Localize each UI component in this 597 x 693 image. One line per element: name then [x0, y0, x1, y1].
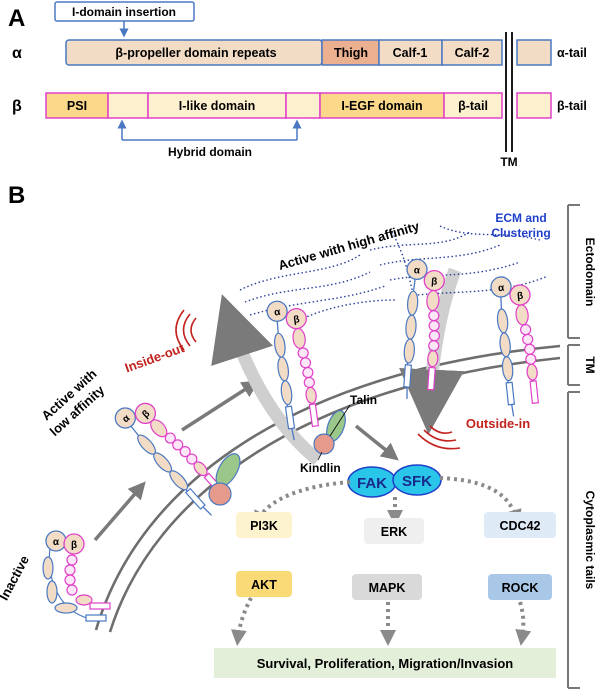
cdc42-box — [484, 512, 556, 538]
alpha-subunit-symbol: α — [12, 45, 22, 62]
mapk-box — [352, 574, 422, 600]
cluster1-alpha-symbol: α — [413, 265, 421, 276]
cluster2-beta-symbol: β — [517, 291, 524, 303]
hybrid-domain-label: Hybrid domain — [168, 145, 252, 159]
ecm-line2: Clustering — [491, 226, 550, 240]
outcome-label: Survival, Proliferation, Migration/Invas… — [257, 656, 513, 671]
outside-in-label: Outside-in — [466, 416, 530, 431]
clustered-integrin-2: α β — [489, 273, 544, 418]
erk-label: ERK — [381, 525, 407, 539]
panel-a-label: A — [8, 5, 25, 32]
beta-tail-label: β-tail — [557, 99, 587, 113]
high-alpha-symbol: α — [273, 307, 281, 319]
hybrid-domain-bracket — [117, 119, 302, 141]
ectodomain-label: Ectodomain — [583, 238, 597, 307]
beta-tail-box-label: β-tail — [458, 99, 488, 113]
outcome-box — [214, 648, 556, 678]
inactive-alpha-symbol: α — [53, 537, 60, 548]
ecm-line1: ECM and — [495, 211, 546, 225]
cdc42-label: CDC42 — [500, 519, 541, 533]
rock-label: ROCK — [502, 581, 539, 595]
inactive-label: Inactive — [0, 553, 32, 603]
akt-label: AKT — [251, 578, 277, 592]
sfk-label: SFK — [402, 473, 432, 490]
fak-sfk-complex — [347, 464, 442, 498]
low-affinity-kindlin — [208, 482, 232, 506]
alpha-tail-label: α-tail — [557, 46, 587, 60]
arrow-inactive-to-low — [93, 481, 146, 542]
beta-subunit-symbol: β — [12, 98, 22, 115]
inside-out-label: Inside-out — [123, 340, 187, 376]
high-affinity-integrin: α β — [265, 296, 324, 443]
fak-label: FAK — [357, 475, 387, 492]
alpha-subunit-bar — [65, 39, 552, 66]
talin-label: Talin — [350, 393, 377, 407]
active-high-label: Active with high affinity — [277, 218, 422, 273]
erk-box — [364, 518, 424, 544]
tm-label-b: TM — [583, 356, 597, 373]
tm-label-a: TM — [500, 155, 517, 169]
region-bracket — [567, 204, 580, 689]
inside-out-arrow — [211, 294, 323, 466]
inactive-beta-symbol: β — [71, 540, 77, 551]
beta-subunit-bar — [45, 92, 552, 119]
low-beta-symbol: β — [140, 408, 152, 420]
inside-out-signal-arcs — [175, 309, 197, 351]
low-affinity-integrin: α β — [110, 391, 234, 522]
alpha-thigh-label: Thigh — [334, 46, 368, 60]
alpha-propeller-label: β-propeller domain repeats — [115, 46, 276, 60]
pi3k-box — [236, 512, 292, 538]
clustered-integrin-1: α β — [397, 258, 447, 402]
cluster1-beta-symbol: β — [431, 276, 438, 287]
pi3k-label: PI3K — [250, 519, 278, 533]
i-domain-insertion-callout: I-domain insertion — [54, 1, 195, 38]
kindlin-label: Kindlin — [300, 461, 341, 475]
akt-box — [236, 571, 292, 597]
alpha-calf2-label: Calf-2 — [455, 46, 490, 60]
alpha-calf1-label: Calf-1 — [393, 46, 428, 60]
cluster2-alpha-symbol: α — [498, 283, 506, 295]
high-affinity-kindlin — [313, 433, 335, 455]
arrow-low-to-high — [181, 380, 260, 432]
pathway-arrows — [230, 476, 532, 646]
inactive-integrin: α β — [42, 530, 111, 622]
high-beta-symbol: β — [293, 314, 301, 326]
outside-in-signal-arcs — [417, 425, 461, 450]
cytoplasmic-tails-label: Cytoplasmic tails — [583, 491, 597, 590]
mapk-label: MAPK — [369, 581, 406, 595]
panel-b-label: B — [8, 182, 25, 209]
beta-ilike-label: I-like domain — [179, 99, 255, 113]
ecm-fibers — [239, 225, 549, 321]
beta-iegf-label: I-EGF domain — [341, 99, 422, 113]
rock-box — [488, 574, 552, 600]
i-domain-insertion-label: I-domain insertion — [72, 5, 176, 19]
beta-psi-label: PSI — [67, 99, 87, 113]
arrow-to-fak — [354, 424, 399, 461]
